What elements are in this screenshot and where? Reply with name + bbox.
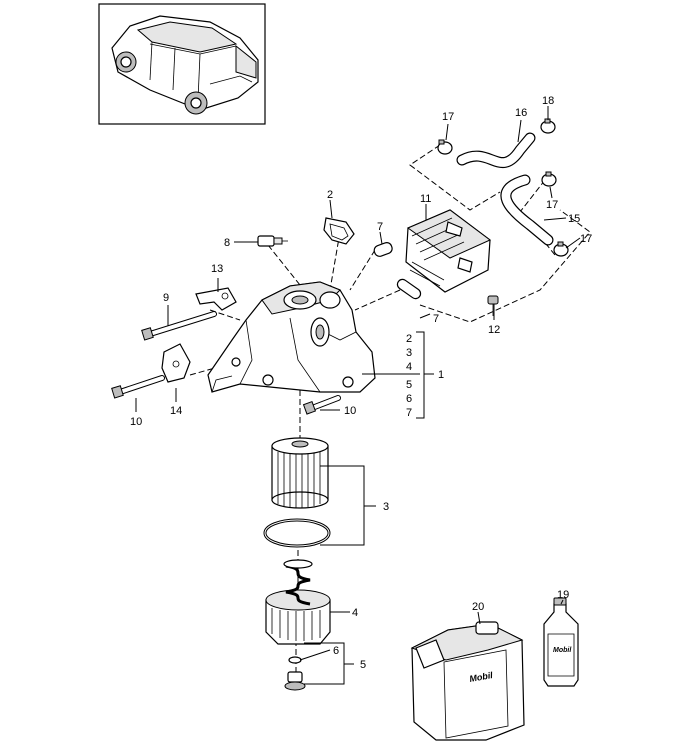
canister-brand-label: Mobil <box>469 670 494 684</box>
bolt-10b <box>302 395 341 415</box>
bolt-12 <box>487 295 499 316</box>
callout-1: 1 <box>438 369 444 381</box>
filter-o-ring <box>263 518 331 548</box>
callout-11: 11 <box>420 193 431 205</box>
callout-group-2: 2 <box>406 333 412 345</box>
vehicle-thumbnail <box>98 3 266 125</box>
callout-numbers: 17 16 18 17 15 17 11 2 7 7 8 13 9 14 10 … <box>130 95 592 671</box>
bottle-brand-label: Mobil <box>553 647 572 654</box>
oil-canister: Mobil <box>410 621 525 741</box>
callout-10b: 10 <box>344 405 356 417</box>
hose-clamp-17c <box>553 241 569 257</box>
callout-17a: 17 <box>442 111 454 123</box>
callout-3: 3 <box>383 501 389 513</box>
callout-15: 15 <box>568 213 580 225</box>
oil-sender-8 <box>257 235 288 247</box>
seal-2 <box>323 217 355 245</box>
callout-14: 14 <box>170 405 182 417</box>
callout-5: 5 <box>360 659 366 671</box>
callout-7b: 7 <box>433 313 439 325</box>
callout-18: 18 <box>542 95 554 107</box>
filter-element <box>271 437 329 509</box>
seal-ring-7a <box>373 242 393 257</box>
suv-illustration <box>111 15 259 115</box>
group-brackets <box>304 331 434 685</box>
bolt-9 <box>141 311 217 341</box>
bolt-10a <box>111 375 165 399</box>
drain-plug-5 <box>284 671 306 691</box>
callout-4: 4 <box>352 607 358 619</box>
bracket-13 <box>195 287 237 311</box>
callout-group-5: 5 <box>406 379 412 391</box>
oil-bottle: Mobil <box>543 597 579 687</box>
leader-lines <box>135 106 581 661</box>
callout-2: 2 <box>327 189 333 201</box>
callout-13: 13 <box>211 263 223 275</box>
callout-group-4: 4 <box>406 361 412 373</box>
callout-17c: 17 <box>580 233 592 245</box>
seal-ring-7b <box>396 278 422 300</box>
hose-clamp-17a <box>437 139 453 155</box>
callout-9: 9 <box>163 292 169 304</box>
callout-group-7: 7 <box>406 407 412 419</box>
callout-6: 6 <box>333 645 339 657</box>
filter-cover <box>265 559 331 645</box>
oil-hoses <box>456 132 554 246</box>
callout-16: 16 <box>515 107 527 119</box>
callout-7a: 7 <box>377 221 383 233</box>
callout-19: 19 <box>557 589 569 601</box>
hose-clamp-17b <box>541 171 557 187</box>
callout-10a: 10 <box>130 416 142 428</box>
hose-clamp-18 <box>540 118 556 134</box>
bracket-14 <box>161 343 191 383</box>
oil-filter-housing <box>207 281 376 393</box>
callout-20: 20 <box>472 601 484 613</box>
callout-17b: 17 <box>546 199 558 211</box>
callout-8: 8 <box>224 237 230 249</box>
callout-group-6: 6 <box>406 393 412 405</box>
callout-group-3: 3 <box>406 347 412 359</box>
callout-12: 12 <box>488 324 500 336</box>
drain-seal-6 <box>288 656 302 664</box>
hose-clamps <box>437 118 569 257</box>
oil-cooler <box>405 209 491 293</box>
